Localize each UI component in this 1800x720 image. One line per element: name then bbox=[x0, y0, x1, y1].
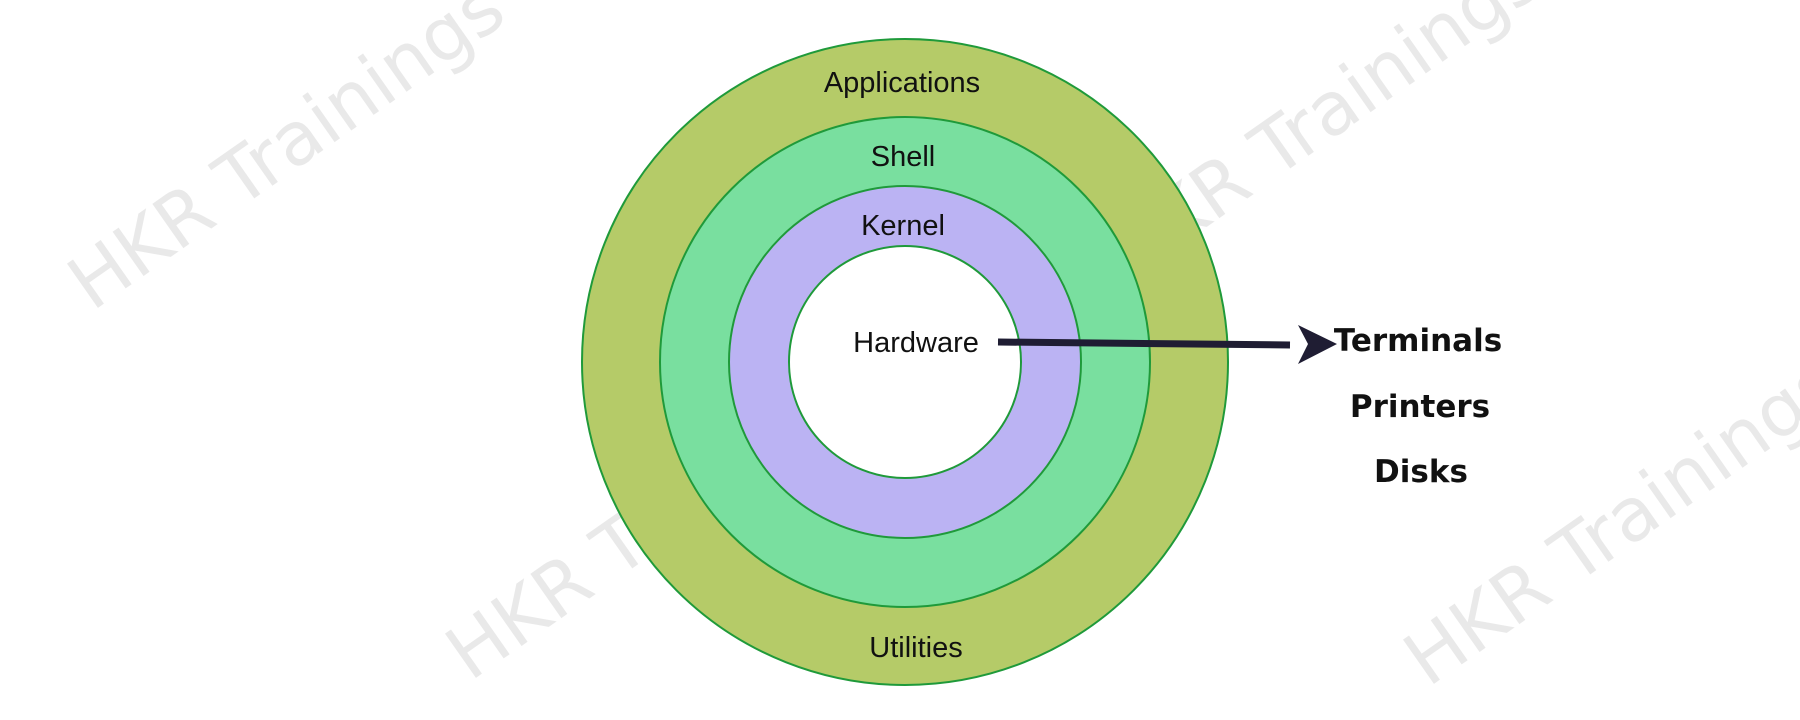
utilities-label: Utilities bbox=[869, 632, 962, 664]
hardware-label: Hardware bbox=[853, 327, 979, 359]
device-list: Terminals Printers Disks bbox=[1334, 323, 1502, 490]
device-item-terminals: Terminals bbox=[1334, 323, 1502, 359]
device-item-disks: Disks bbox=[1374, 454, 1468, 490]
watermark-text: HKR Trainings bbox=[53, 0, 520, 327]
shell-label: Shell bbox=[871, 141, 936, 173]
hardware-core bbox=[788, 245, 1022, 479]
hardware-arrow bbox=[997, 325, 1337, 364]
applications-label: Applications bbox=[824, 67, 980, 99]
device-item-printers: Printers bbox=[1350, 389, 1490, 425]
arrow-head bbox=[1298, 325, 1337, 364]
kernel-label: Kernel bbox=[861, 210, 945, 242]
arrow-shaft bbox=[997, 338, 1291, 349]
